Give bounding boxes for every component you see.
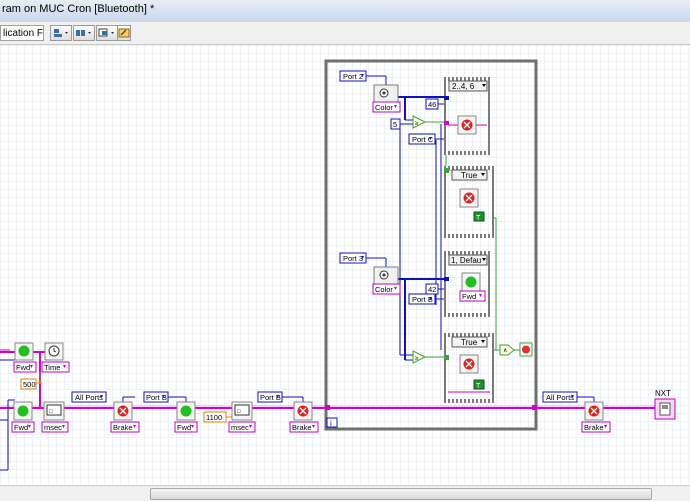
true-constant-1[interactable]: T	[473, 211, 485, 222]
svg-text:Brake: Brake	[584, 423, 604, 432]
case-1-selector: 2..4, 6	[452, 82, 475, 91]
svg-text:46: 46	[428, 100, 436, 109]
svg-text:T: T	[476, 383, 481, 390]
motor-stop-icon-case4[interactable]	[459, 354, 479, 374]
port-b-left-constant[interactable]: Port B	[143, 391, 169, 403]
svg-text:Port 3: Port 3	[343, 254, 363, 263]
svg-text:1100: 1100	[206, 413, 222, 422]
motor-fwd-block-lower[interactable]: Fwd	[11, 401, 35, 433]
align-icon	[54, 29, 68, 37]
while-loop[interactable]	[324, 59, 538, 431]
reorder-icon	[98, 28, 114, 37]
window-titlebar: ram on MUC Cron [Bluetooth] *	[0, 0, 690, 23]
nxt-label: NXT	[655, 389, 671, 398]
color-sensor-block-bottom[interactable]: Color	[372, 266, 401, 295]
case-structure-2[interactable]: True	[444, 166, 494, 238]
greater-equal-node-top[interactable]: ≥	[412, 115, 427, 129]
case-structure-3[interactable]: 1, Defau	[444, 251, 491, 317]
svg-text:Brake: Brake	[292, 423, 312, 432]
svg-text:Fwd: Fwd	[14, 423, 28, 432]
svg-text:All Ports: All Ports	[546, 393, 574, 402]
nxt-terminal[interactable]: NXT	[654, 389, 676, 420]
svg-text:□: □	[237, 409, 241, 415]
svg-text:Port B: Port B	[146, 393, 167, 402]
distribute-icon	[76, 30, 91, 36]
motor-stop-icon-case2[interactable]	[459, 188, 479, 208]
scrollbar-thumb[interactable]	[150, 488, 652, 500]
toolbar: lication Font	[0, 22, 690, 45]
constant-500[interactable]: 500	[20, 378, 37, 390]
cleanup-diagram-button[interactable]	[117, 25, 131, 41]
case-structure-4[interactable]: True	[444, 333, 494, 403]
align-objects-button[interactable]	[50, 25, 72, 41]
all-ports-right-constant[interactable]: All Ports	[542, 391, 578, 403]
svg-text:Port 2: Port 2	[343, 72, 363, 81]
greater-equal-node-bottom[interactable]: ≥	[412, 350, 427, 364]
horizontal-scrollbar[interactable]	[0, 485, 690, 501]
motor-brake-block-2[interactable]: Brake	[289, 401, 319, 433]
constant-1100[interactable]: 1100	[203, 411, 227, 423]
wait-msec-block-middle[interactable]: □ msec	[228, 401, 256, 433]
motor-brake-block-1[interactable]: Brake	[110, 401, 140, 433]
svg-text:≥: ≥	[415, 356, 419, 362]
constant-5[interactable]: 5	[390, 118, 401, 130]
svg-text:Fwd: Fwd	[16, 363, 30, 372]
block-diagram[interactable]: i 2..4, 6 True 1, Defau True Port 2	[0, 45, 690, 485]
constant-42[interactable]: 42	[425, 283, 439, 295]
svg-text:Color: Color	[375, 103, 393, 112]
svg-text:T: T	[476, 215, 481, 222]
svg-text:500: 500	[23, 380, 36, 389]
svg-text:Time: Time	[44, 363, 60, 372]
port-c-constant[interactable]: Port C	[408, 133, 436, 145]
svg-text:≥: ≥	[415, 121, 419, 127]
port-3-constant[interactable]: Port 3	[339, 252, 367, 264]
port-2-constant[interactable]: Port 2	[339, 70, 367, 82]
svg-text:Port B: Port B	[412, 295, 433, 304]
svg-text:5: 5	[393, 120, 397, 129]
svg-text:Color: Color	[375, 285, 393, 294]
true-constant-2[interactable]: T	[473, 379, 485, 390]
svg-text:42: 42	[428, 285, 436, 294]
motor-fwd-block-middle[interactable]: Fwd	[174, 401, 198, 433]
loop-stop-terminal[interactable]	[519, 342, 533, 357]
or-node[interactable]: ∧	[499, 344, 515, 356]
constant-46[interactable]: 46	[425, 98, 439, 110]
port-b-right-constant[interactable]: Port B	[257, 391, 283, 403]
svg-text:Fwd: Fwd	[177, 423, 191, 432]
case-structure-1[interactable]: 2..4, 6	[444, 77, 491, 155]
port-b-case-constant[interactable]: Port B	[408, 293, 436, 305]
svg-text:□: □	[49, 409, 53, 415]
svg-text:All Ports: All Ports	[75, 393, 103, 402]
case-2-selector: True	[461, 171, 478, 180]
motor-fwd-block-upper[interactable]: Fwd	[13, 342, 37, 373]
motor-stop-icon-case1[interactable]	[457, 115, 477, 135]
case-4-selector: True	[461, 338, 478, 347]
svg-text:Brake: Brake	[113, 423, 133, 432]
svg-text:msec: msec	[231, 423, 249, 432]
reorder-button[interactable]	[96, 25, 118, 41]
wait-time-block-upper[interactable]: Time	[41, 342, 70, 373]
distribute-objects-button[interactable]	[73, 25, 95, 41]
window-title: ram on MUC Cron [Bluetooth] *	[2, 3, 155, 15]
svg-text:∧: ∧	[503, 348, 507, 354]
case-3-selector: 1, Defau	[451, 256, 481, 265]
loop-index-label: i	[330, 419, 332, 428]
svg-text:Port C: Port C	[412, 135, 434, 144]
cleanup-icon	[118, 28, 130, 38]
wait-msec-block-left[interactable]: □ msec	[41, 401, 69, 433]
motor-fwd-icon-case3[interactable]: Fwd	[459, 272, 486, 302]
all-ports-left-constant[interactable]: All Ports	[71, 391, 107, 403]
color-sensor-block-top[interactable]: Color	[372, 84, 401, 113]
svg-text:msec: msec	[44, 423, 62, 432]
svg-text:Fwd: Fwd	[462, 292, 476, 301]
loop-iteration-terminal: i	[326, 417, 338, 428]
svg-text:Port B: Port B	[260, 393, 281, 402]
motor-brake-block-3[interactable]: Brake	[581, 401, 611, 433]
font-dropdown[interactable]: lication Font	[0, 25, 44, 41]
